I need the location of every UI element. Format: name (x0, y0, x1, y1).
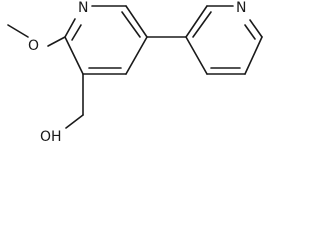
ring-a-nitrogen-label: N (78, 0, 88, 16)
pyridine-ring-b (185, 5, 263, 75)
hydroxyl-label: OH (40, 129, 62, 145)
bond-b4-b5 (244, 36, 263, 75)
bond-c2-c3 (64, 36, 84, 75)
ring-b-nitrogen-label: N (236, 0, 246, 16)
bond-b6-b1 (185, 36, 208, 75)
bond-n-b4-double-inner (244, 24, 256, 40)
methoxy-oxygen-label: O (28, 38, 39, 54)
bond-c5-c6-double (125, 5, 148, 38)
bond-ch2-o (65, 114, 84, 129)
methoxy-group (7, 24, 66, 47)
bond-c2-o (47, 36, 66, 47)
bond-o-ch3 (7, 24, 29, 38)
bond-b1-b2-double-inner (192, 11, 212, 38)
bond-n1-c2-double (64, 18, 76, 38)
bond-b1-b2 (185, 5, 208, 38)
bond-c4-c5 (125, 36, 148, 75)
hydroxymethyl-group (65, 73, 84, 129)
bond-c5-c6-double-inner (121, 11, 141, 38)
pyridine-ring-a (64, 5, 148, 75)
structure-canvas: N N O OH (7, 0, 263, 145)
bond-n-b4-double (249, 19, 263, 38)
molecule-structure: N N O OH (7, 0, 263, 145)
bond-n1-c2-double-inner (71, 24, 82, 41)
